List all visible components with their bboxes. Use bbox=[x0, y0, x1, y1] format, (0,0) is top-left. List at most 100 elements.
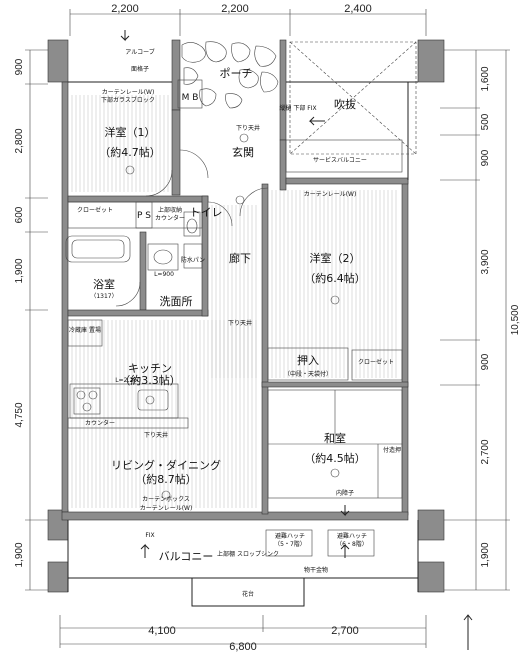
column-bottom-right bbox=[417, 509, 445, 541]
room-western2-size: （約6.4帖） bbox=[304, 271, 366, 285]
label-counter: カウンター bbox=[155, 214, 185, 222]
dim-left-2: 2,800 bbox=[14, 128, 25, 153]
label-range: L=2,250 bbox=[115, 377, 141, 384]
door-western1-arc bbox=[145, 169, 173, 197]
right-dimensions: 1,600 500 900 3,900 10,500 900 2,700 1,9… bbox=[440, 49, 521, 591]
dim-right-6: 2,700 bbox=[480, 439, 491, 464]
light-fixtures bbox=[125, 133, 340, 500]
label-glass-block: 下部ガラスブロック bbox=[101, 96, 155, 104]
walls bbox=[47, 39, 445, 593]
dim-left-3: 600 bbox=[14, 206, 25, 223]
label-fridge: 冷蔵庫 置場 bbox=[69, 326, 101, 334]
dim-top-1: 2,200 bbox=[111, 3, 139, 15]
room-balcony: バルコニー bbox=[159, 550, 214, 563]
evac-hatch-1 bbox=[265, 529, 313, 557]
wall-entrance-right bbox=[279, 139, 287, 191]
room-living-name: リビング・ダイニング bbox=[111, 458, 221, 472]
door-toilet-arc bbox=[207, 201, 233, 227]
room-kitchen-size: （約3.3帖） bbox=[119, 373, 181, 387]
label-mb: M B bbox=[182, 93, 199, 103]
door-bath-arc bbox=[115, 281, 141, 307]
floor-hatching bbox=[71, 95, 397, 508]
room-bath-size: （1317） bbox=[90, 293, 117, 300]
dim-left-6: 1,900 bbox=[14, 542, 25, 567]
label-evac-hatch-1: 避難ハッチ bbox=[275, 532, 305, 540]
label-lower-ceiling-3: 下り天井 bbox=[144, 431, 168, 439]
room-oshiire-name: 押入 bbox=[297, 353, 319, 367]
wall-left bbox=[61, 81, 69, 513]
room-western2-name: 洋室（2） bbox=[310, 251, 361, 265]
label-lower-ceiling: 下り天井 bbox=[228, 319, 252, 327]
room-kitchen-name: キッチン bbox=[128, 362, 172, 375]
label-laundry: 物干金物 bbox=[304, 566, 328, 574]
wall-porch-left bbox=[171, 39, 181, 111]
toilet-fixture bbox=[183, 211, 201, 237]
dim-left-1: 900 bbox=[14, 58, 25, 75]
label-evac-hatch-2: 避難ハッチ bbox=[337, 532, 367, 540]
north-arrow-icon bbox=[463, 614, 473, 650]
label-waterproof-pan: 防水パン bbox=[181, 256, 205, 264]
wall-closet-bottom bbox=[67, 195, 209, 203]
dim-bottom-1: 4,100 bbox=[148, 625, 176, 637]
room-western1-size: （約4.7帖） bbox=[99, 145, 161, 159]
wall-western1-right bbox=[171, 109, 181, 196]
label-lower-ceiling-2: 下り天井 bbox=[236, 124, 260, 132]
room-porch: ポーチ bbox=[220, 67, 253, 80]
label-curtain-rail-2: カーテンレール(W) bbox=[304, 191, 357, 198]
label-fix: FIX bbox=[145, 532, 154, 539]
mb-box bbox=[177, 79, 203, 109]
dim-right-2: 500 bbox=[480, 113, 491, 130]
waterproof-pan-box bbox=[183, 243, 203, 269]
washbasin bbox=[147, 243, 179, 271]
ps-box bbox=[135, 201, 153, 229]
wall-bottom bbox=[61, 511, 409, 521]
room-bath-name: 浴室 bbox=[93, 277, 115, 291]
column-balcony-left bbox=[47, 561, 69, 593]
label-vert-fix: 縦樋 下部 FIX bbox=[279, 104, 316, 112]
wall-bath-right bbox=[139, 231, 147, 311]
label-ps: P S bbox=[137, 211, 151, 221]
top-dimensions: 2,200 2,200 2,400 bbox=[69, 3, 427, 36]
room-japanese-size: （約4.5帖） bbox=[304, 451, 366, 465]
wall-right bbox=[401, 179, 409, 516]
dim-left-5: 4,750 bbox=[14, 402, 25, 427]
room-oshiire-note: （中段・天袋付） bbox=[284, 370, 332, 378]
arrow-left-fukinuke-icon bbox=[308, 116, 325, 126]
column-balcony-right bbox=[417, 561, 445, 593]
kitchen-sink bbox=[137, 389, 169, 411]
label-alcove: アルコーブ bbox=[125, 48, 154, 56]
label-curtain-rail: カーテンレール(W) bbox=[102, 89, 155, 96]
column-top-left bbox=[47, 39, 69, 83]
wall-hall-right bbox=[261, 183, 269, 515]
dim-right-1: 1,600 bbox=[480, 66, 491, 91]
arrow-up-balcony-icon bbox=[140, 543, 150, 558]
bottom-dimensions: 4,100 2,700 6,800 bbox=[59, 615, 427, 653]
label-built-in: 付造押 bbox=[383, 446, 401, 454]
label-flower-bed: 花台 bbox=[242, 590, 254, 598]
room-japanese-name: 和室 bbox=[324, 431, 346, 445]
light-icon bbox=[161, 490, 171, 500]
dim-right-total: 10,500 bbox=[510, 304, 521, 335]
frame-lines bbox=[67, 81, 419, 607]
label-service-balcony: サービスバルコニー bbox=[313, 156, 367, 164]
room-western1-name: 洋室（1） bbox=[105, 125, 156, 139]
label-lattice: 面格子 bbox=[131, 65, 149, 73]
label-washstand: L=900 bbox=[154, 271, 174, 278]
room-fukinuke: 吹抜 bbox=[334, 97, 356, 111]
fukinuke-void bbox=[289, 41, 417, 155]
door-entrance-arc bbox=[179, 149, 209, 179]
wall-porch-right bbox=[279, 39, 287, 141]
light-icon bbox=[330, 295, 340, 305]
wall-western2-top bbox=[285, 177, 409, 185]
room-hallway: 廊下 bbox=[229, 251, 251, 265]
fixtures bbox=[65, 79, 403, 557]
closet-box bbox=[67, 201, 203, 229]
label-closet: クローゼット bbox=[77, 206, 113, 214]
light-icon bbox=[235, 195, 245, 205]
left-dimensions: 900 2,800 600 1,900 4,750 1,900 bbox=[14, 49, 48, 591]
arrows bbox=[120, 30, 350, 558]
doors bbox=[115, 149, 269, 307]
wall-bath-bottom bbox=[67, 309, 209, 317]
evac-hatch-2 bbox=[327, 529, 375, 557]
stove bbox=[73, 387, 101, 415]
